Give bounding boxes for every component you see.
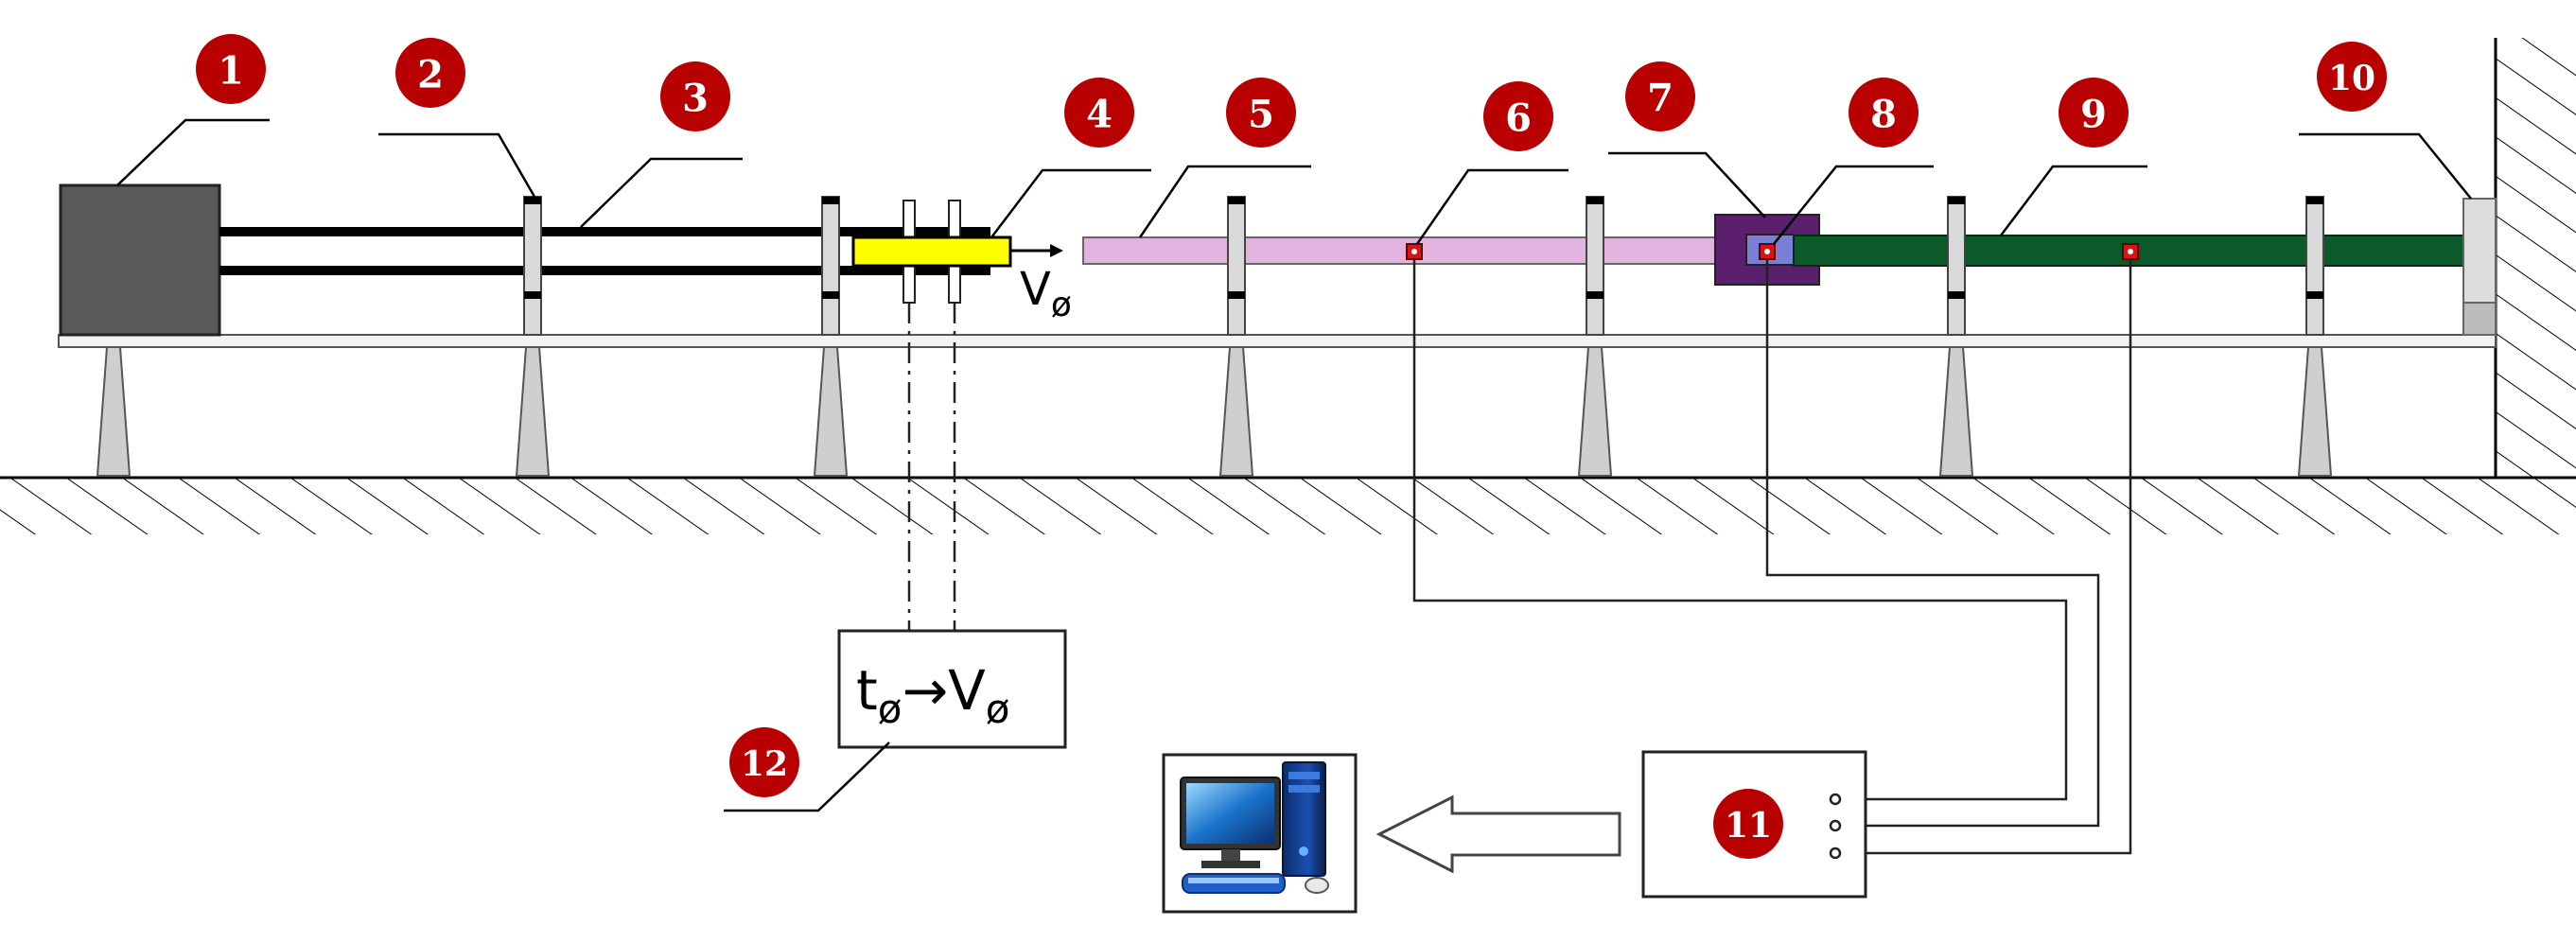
acquisition-ports <box>1829 793 1842 860</box>
signal-wires <box>1412 259 2132 855</box>
gas-gun <box>59 183 221 337</box>
svg-text:11: 11 <box>1725 806 1772 846</box>
bar-supports <box>1227 196 2324 336</box>
timer-formula: tø→Vø <box>856 658 1009 732</box>
badge-8: 8 <box>1849 78 1919 148</box>
badge-3: 3 <box>660 61 730 131</box>
badge-5: 5 <box>1226 78 1296 148</box>
badge-9: 9 <box>2059 78 2129 148</box>
striker-bar <box>851 236 1012 268</box>
svg-text:1: 1 <box>218 49 244 94</box>
svg-text:7: 7 <box>1647 77 1674 121</box>
svg-text:12: 12 <box>741 744 788 784</box>
badge-6: 6 <box>1483 81 1553 151</box>
badge-4: 4 <box>1064 78 1134 148</box>
badge-7: 7 <box>1625 61 1695 131</box>
wall <box>2494 38 2576 478</box>
svg-text:6: 6 <box>1505 96 1532 141</box>
svg-text:10: 10 <box>2328 59 2375 98</box>
svg-text:5: 5 <box>1248 93 1274 137</box>
badge-10: 10 <box>2317 42 2387 112</box>
gun-barrel <box>219 227 990 275</box>
badge-1: 1 <box>196 34 266 104</box>
svg-text:9: 9 <box>2080 93 2107 137</box>
svg-text:8: 8 <box>1870 93 1897 137</box>
leader-lines <box>116 118 2472 812</box>
badge-2: 2 <box>395 38 465 108</box>
computer-icon <box>1162 753 1358 914</box>
pedestals <box>96 346 2333 477</box>
svg-text:3: 3 <box>682 77 709 121</box>
svg-text:4: 4 <box>1086 93 1113 137</box>
hollow-arrow-icon <box>1376 794 1621 874</box>
timer-lines <box>907 303 956 631</box>
badge-12: 12 <box>729 727 799 797</box>
timer-box <box>837 629 1067 749</box>
svg-text:2: 2 <box>417 53 444 97</box>
incident-bar <box>1082 236 1765 265</box>
base-rail <box>58 334 2497 348</box>
ground <box>0 476 2576 534</box>
velocity-label: Vø <box>1020 263 1072 324</box>
badge-11: 11 <box>1713 789 1783 859</box>
